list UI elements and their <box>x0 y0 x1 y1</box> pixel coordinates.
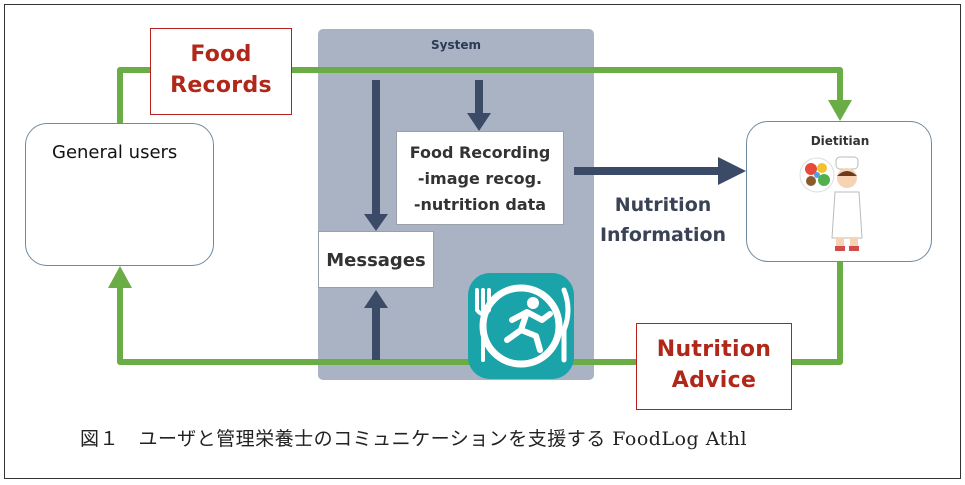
food-recording-box: Food Recording -image recog. -nutrition … <box>396 131 564 225</box>
figure-caption: 図１ ユーザと管理栄養士のコミュニケーションを支援する FoodLog Athl <box>80 428 748 450</box>
up-to-messages-arrow-head <box>364 290 388 308</box>
food-records-flow-line <box>117 67 843 123</box>
food-records-box: Food Records <box>150 28 292 115</box>
nutrition-information-line1: Nutrition <box>614 194 712 216</box>
food-recording-title: Food Recording <box>409 143 551 162</box>
nutrition-advice-label-line2: Advice <box>671 368 757 393</box>
nutrition-advice-label-line1: Nutrition <box>656 337 772 362</box>
nutrition-info-arrow-shaft <box>574 167 724 175</box>
nutrition-advice-arrowhead <box>108 266 132 288</box>
to-messages-arrow-shaft <box>372 80 380 220</box>
food-recording-item-image: -image recog. <box>417 169 543 188</box>
messages-box: Messages <box>318 231 434 288</box>
up-to-messages-arrow-shaft <box>372 304 380 360</box>
dietitian-chef-icon <box>799 156 863 251</box>
food-records-arrowhead <box>828 100 852 121</box>
food-records-label-line2: Records <box>170 73 272 98</box>
nutrition-information-label: Nutrition Information <box>598 190 728 250</box>
dietitian-box: Dietitian <box>746 121 932 262</box>
general-users-box: General users <box>25 123 214 266</box>
general-users-label: General users <box>52 142 178 163</box>
nutrition-information-line2: Information <box>599 224 727 246</box>
food-records-label-line1: Food <box>190 42 252 67</box>
nutrition-advice-box: Nutrition Advice <box>636 323 792 410</box>
dietitian-label: Dietitian <box>810 134 870 148</box>
food-recording-item-nutrition: -nutrition data <box>413 195 547 214</box>
to-food-recording-arrow-shaft <box>475 80 483 118</box>
to-messages-arrow-head <box>364 214 388 231</box>
messages-label: Messages <box>326 250 426 271</box>
nutrition-info-arrow-head <box>718 157 746 185</box>
system-title: System <box>431 38 481 52</box>
foodlog-runner-app-icon <box>468 273 574 379</box>
to-food-recording-arrow-head <box>467 113 491 131</box>
